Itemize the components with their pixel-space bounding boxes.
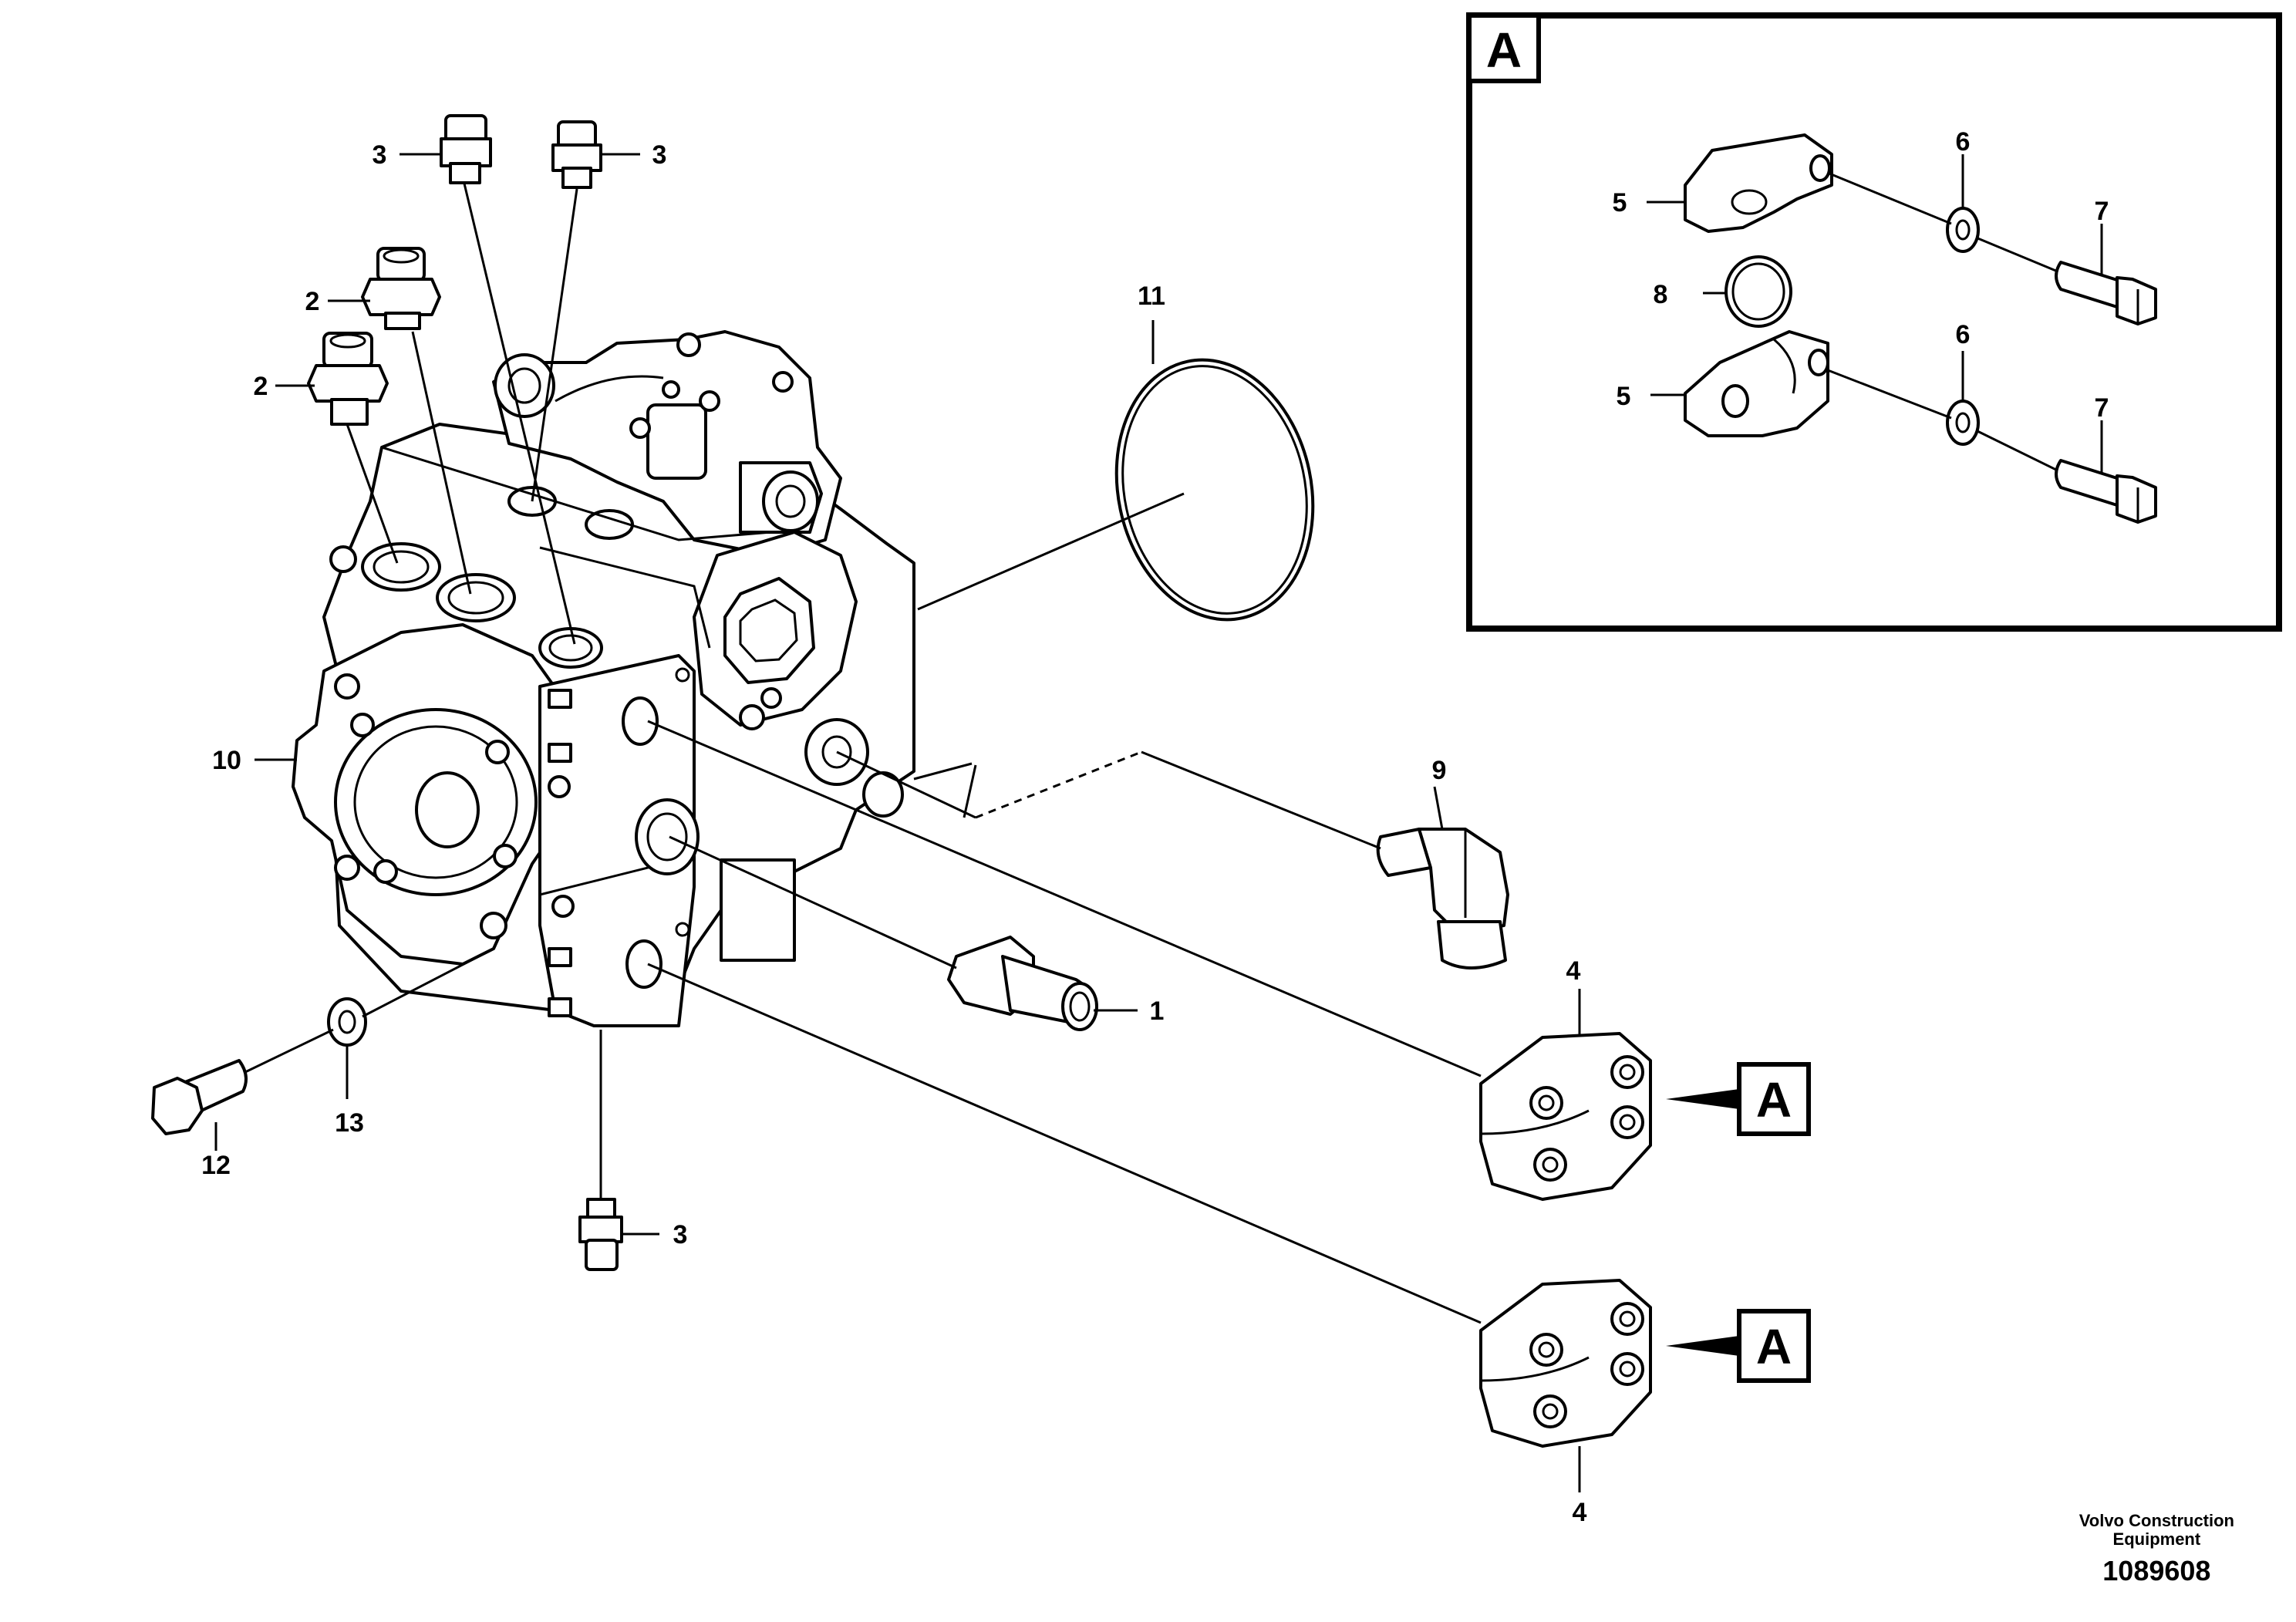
callout-5-upper: 5 — [1613, 188, 1627, 218]
figure-credit: Volvo Construction Equipment 1089608 — [2079, 1512, 2234, 1587]
split-flange-4-lower — [1479, 1279, 1652, 1448]
fitting-3-bottom — [578, 1198, 623, 1271]
elbow-fitting-9 — [1376, 828, 1509, 969]
detail-reference-lower: A — [1666, 1309, 1811, 1383]
fitting-3-top-left — [440, 114, 492, 184]
callout-3-top-left: 3 — [373, 140, 387, 170]
flange-half-lower — [1684, 330, 1829, 437]
pipe-fitting-1 — [947, 936, 1098, 1031]
callout-3-top-right: 3 — [652, 140, 667, 170]
callout-4-upper: 4 — [1566, 956, 1581, 986]
callout-4-lower: 4 — [1573, 1498, 1587, 1527]
callout-8: 8 — [1654, 280, 1668, 309]
split-flange-4-upper — [1479, 1032, 1652, 1201]
bolt-upper-7 — [2055, 261, 2157, 325]
callout-3-bottom: 3 — [673, 1220, 688, 1249]
callout-12: 12 — [201, 1151, 231, 1180]
callout-2-lower: 2 — [254, 372, 268, 401]
bolt-12 — [151, 1059, 248, 1135]
callout-5-lower: 5 — [1617, 382, 1631, 411]
callout-1: 1 — [1150, 996, 1165, 1026]
credit-line-2: Equipment — [2112, 1529, 2201, 1549]
leader-lines — [214, 153, 1581, 1492]
callout-6-upper: 6 — [1956, 127, 1971, 157]
credit-line-1: Volvo Construction — [2079, 1511, 2234, 1530]
washer-13 — [327, 997, 367, 1047]
callout-6-lower: 6 — [1956, 320, 1971, 349]
callout-labels: 3 3 2 2 11 10 9 1 4 4 13 12 3 — [201, 140, 1586, 1527]
callout-7-lower: 7 — [2095, 393, 2109, 423]
callout-11: 11 — [1138, 282, 1165, 311]
washer-upper-6 — [1946, 207, 1980, 253]
o-ring-11 — [1114, 358, 1315, 622]
fitting-3-top-right — [551, 120, 602, 189]
callout-2-upper: 2 — [305, 287, 320, 316]
flange-half-upper — [1684, 133, 1833, 233]
plug-2-lower — [307, 332, 389, 426]
bolt-lower-7 — [2055, 459, 2157, 524]
inset-label: A — [1486, 22, 1522, 78]
callout-7-upper: 7 — [2095, 197, 2109, 226]
plug-2-upper — [361, 247, 441, 330]
washer-lower-6 — [1946, 400, 1980, 446]
callout-10: 10 — [212, 746, 241, 775]
pump-assembly-10 — [292, 330, 915, 1027]
ref-label-upper: A — [1756, 1072, 1792, 1128]
detail-reference-upper: A — [1666, 1062, 1811, 1136]
o-ring-8 — [1725, 255, 1792, 328]
detail-inset-a: A — [1466, 12, 2282, 632]
callout-9: 9 — [1432, 756, 1447, 785]
callout-13: 13 — [335, 1108, 364, 1138]
ref-label-lower: A — [1756, 1319, 1792, 1374]
figure-number: 1089608 — [2102, 1555, 2211, 1587]
